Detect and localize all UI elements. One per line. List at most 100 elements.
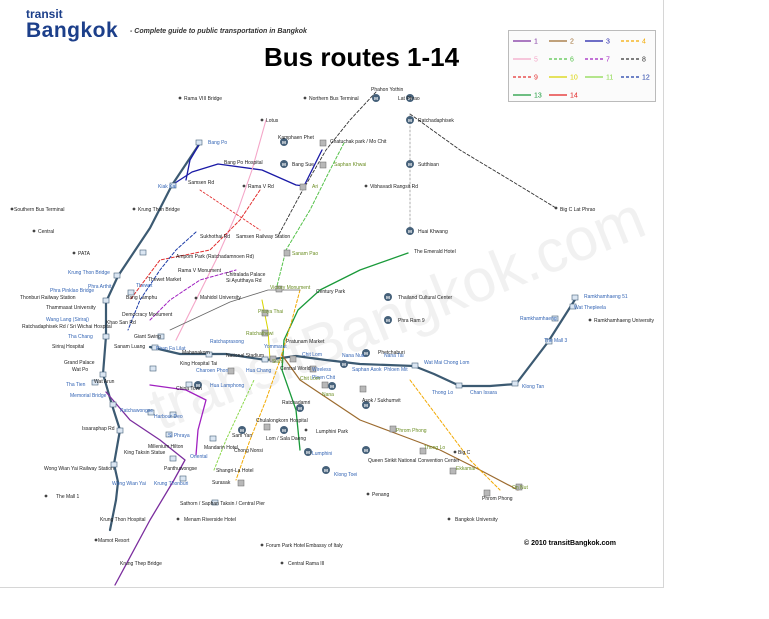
logo[interactable]: transit Bangkok - Complete guide to publ… [26, 7, 307, 42]
station-label: Nana Nua [342, 353, 365, 359]
station-label: Tha Chang [68, 334, 93, 340]
station-label: Sutthisan [418, 162, 439, 168]
station-label: Ari [312, 184, 318, 190]
station-label: Phan Fa Lilat [156, 346, 186, 352]
station-label: Thewet [136, 283, 153, 289]
route-line-4b [409, 379, 501, 491]
station-label: Chatuchak park / Mo Chit [330, 139, 387, 145]
station-label: Kamphaen Phet [278, 135, 314, 141]
station-label: Kiak Kai [158, 184, 176, 190]
svg-text:M: M [282, 140, 286, 145]
route-line-misc [199, 189, 261, 231]
svg-text:M: M [324, 468, 328, 473]
station-label: Samsen Railway Station [236, 234, 290, 240]
logo-main: Bangkok [26, 19, 119, 42]
station-label: Lat Phrao [398, 96, 420, 102]
station-label: The Emerald Hotel [414, 249, 456, 255]
station-label: Northern Bus Terminal [309, 96, 359, 102]
legend-label: 11 [606, 75, 613, 82]
route-line-12 [127, 231, 197, 331]
legend-item-13: 13 [513, 93, 542, 100]
station-label: PATA [78, 251, 91, 257]
svg-text:M: M [282, 162, 286, 167]
station-label: Phloen Mit [384, 367, 408, 373]
station-label: Shangri-La Hotel [216, 468, 254, 474]
station-label: Ampom Park (Ratchadamnoen Rd) [176, 254, 254, 260]
station-label: Si Phraya [168, 433, 190, 439]
legend-item-1: 1 [513, 39, 538, 46]
station-label: Hua Lamphong [210, 383, 244, 389]
station-label: Chitralada Palace [226, 272, 266, 278]
station-label: Wat Thepleela [574, 305, 606, 311]
station-label: Grand Palace [64, 360, 95, 366]
svg-text:M: M [386, 318, 390, 323]
legend-label: 3 [606, 39, 610, 46]
route-line-11 [213, 379, 255, 471]
logo-top: transit [26, 7, 63, 21]
station-label: Chit Lom [300, 376, 320, 382]
station-label: Issaraphap Rd [82, 426, 115, 432]
copyright: © 2010 transitBangkok.com [524, 540, 616, 547]
station-label: Embassy of Italy [306, 543, 343, 549]
station-label: Wireless [312, 367, 332, 373]
route-line-4 [235, 289, 301, 481]
station-label: Ploen Chit [312, 375, 336, 381]
station-label: Queen Sirikit National Convention Center [368, 458, 460, 464]
station-label: Millenium Hilton [148, 444, 184, 450]
svg-text:M: M [364, 448, 368, 453]
legend-item-9: 9 [513, 75, 538, 82]
svg-text:M: M [386, 295, 390, 300]
station-label: Chong Nonsi [234, 448, 263, 454]
svg-text:M: M [306, 450, 310, 455]
station-label: King Hospital Tai [180, 361, 217, 367]
station-label: Phaya Thai [258, 309, 283, 315]
station-label: Phetchaburi [378, 350, 405, 356]
legend-label: 9 [534, 75, 538, 82]
station-label: Phra Arthit [88, 284, 112, 290]
station-label: Wong Wian Yai Railway Station [44, 466, 114, 472]
station-label: Yommarat [264, 344, 287, 350]
svg-text:M: M [364, 403, 368, 408]
station-label: Menam Riverside Hotel [184, 517, 236, 523]
station-label: Krung Thonburi [154, 481, 188, 487]
route-line-8 [409, 113, 557, 209]
station-label: Ramkhamhaeng [520, 316, 557, 322]
route-line-5 [175, 119, 267, 341]
station-label: Ratchadamri [282, 400, 310, 406]
station-label: Ramkhamhaeng University [594, 318, 655, 324]
station-label: Sam Yan [232, 433, 252, 439]
station-label: Bang Po [208, 140, 227, 146]
station-label: Klong Toei [334, 472, 357, 478]
legend-item-3: 3 [585, 39, 610, 46]
station-label: Phra Pinklao Bridge [50, 288, 94, 294]
station-label: Southern Bus Terminal [14, 207, 65, 213]
legend-label: 2 [570, 39, 574, 46]
station-label: Nana [322, 392, 334, 398]
station-label: Wat Mai Chong Lom [424, 360, 469, 366]
svg-text:M: M [196, 383, 200, 388]
station-label: Lom / Sala Daeng [266, 436, 306, 442]
station-label: Krung Thon Hospital [100, 517, 146, 523]
legend-label: 5 [534, 57, 538, 64]
station-label: Big C Lat Phrao [560, 207, 596, 213]
legend-item-2: 2 [549, 39, 574, 46]
legend-item-12: 12 [621, 75, 650, 82]
legend-item-8: 8 [621, 57, 646, 64]
station-label: Ekkamai [456, 466, 475, 472]
station-label: Nana Tai [384, 353, 404, 359]
legend-item-5: 5 [513, 57, 538, 64]
station-label: Lotus [266, 118, 279, 124]
route-line-1 [105, 391, 186, 586]
station-label: Giant Swing [134, 334, 161, 340]
station-label: Penang [372, 492, 389, 498]
station-label: Sathorn / Saphan Taksin / Central Pier [180, 501, 265, 507]
station-label: Mamot Resort [98, 538, 130, 544]
station-label: Thong Lo [432, 390, 453, 396]
station-label: Chulalongkorn Hospital [256, 418, 308, 424]
station-label: Rama V Rd [248, 184, 274, 190]
station-label: Krung Thep Bridge [120, 561, 162, 567]
route-line-7 [149, 269, 237, 321]
